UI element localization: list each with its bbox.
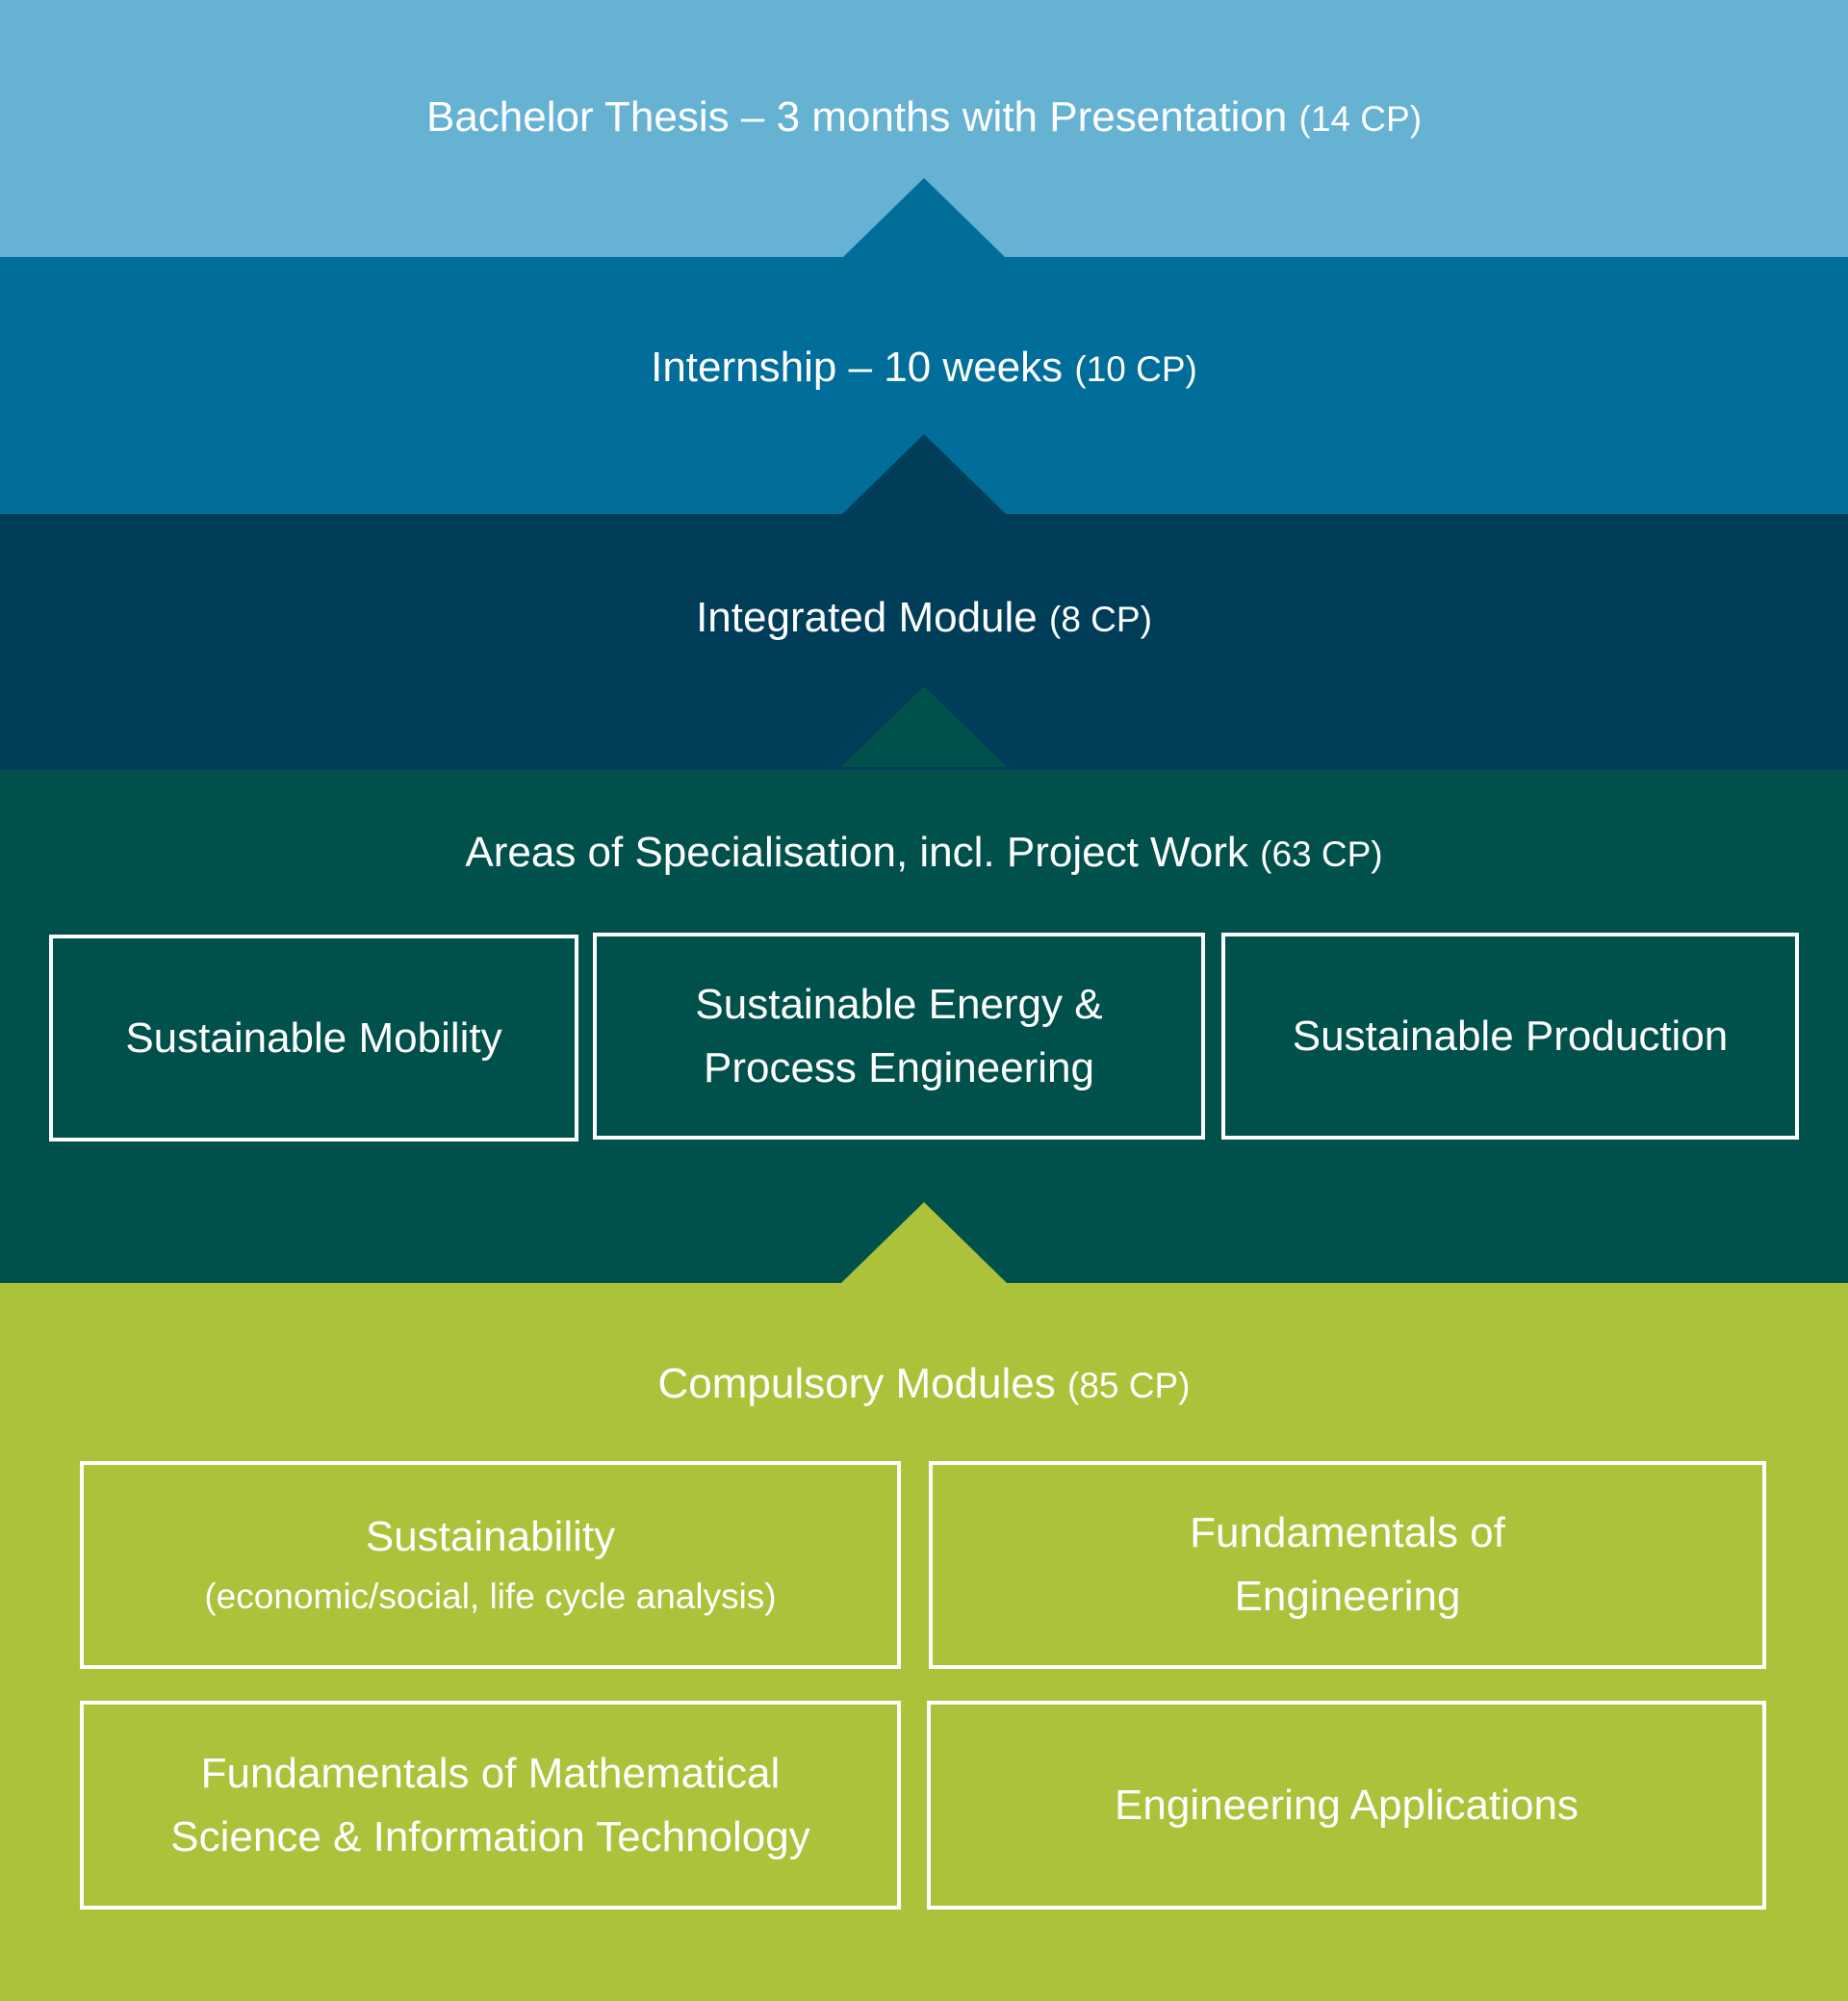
- arrow-up-icon: [841, 684, 1007, 767]
- module-label-line2: Engineering: [1234, 1573, 1461, 1620]
- integrated-title: Integrated Module (8 CP): [0, 591, 1848, 647]
- area-sustainable-mobility: Sustainable Mobility: [49, 935, 578, 1142]
- internship-credit-points: (10 CP): [1074, 349, 1197, 389]
- module-engineering-applications: Engineering Applications: [927, 1701, 1766, 1910]
- module-label-line2: Science & Information Technology: [170, 1812, 810, 1860]
- specialisation-credit-points: (63 CP): [1260, 834, 1383, 874]
- thesis-title: Bachelor Thesis – 3 months with Presenta…: [0, 90, 1848, 146]
- area-label-line2: Process Engineering: [703, 1043, 1094, 1091]
- compulsory-credit-points: (85 CP): [1067, 1366, 1191, 1405]
- area-label: Sustainable Mobility: [125, 1013, 502, 1062]
- module-fundamentals-of-mathematical-science: Fundamentals of Mathematical Science & I…: [80, 1701, 901, 1910]
- integrated-credit-points: (8 CP): [1049, 600, 1152, 639]
- module-sustainability: Sustainability (economic/social, life cy…: [80, 1461, 901, 1669]
- specialisation-title: Areas of Specialisation, incl. Project W…: [0, 826, 1848, 882]
- arrow-up-icon: [841, 432, 1007, 515]
- tier-internship: Internship – 10 weeks (10 CP): [0, 257, 1848, 514]
- thesis-credit-points: (14 CP): [1298, 99, 1423, 139]
- module-label-line1: Fundamentals of: [1190, 1509, 1505, 1556]
- area-sustainable-energy-process-engineering: Sustainable Energy & Process Engineering: [593, 933, 1205, 1140]
- tier-areas-of-specialisation: Areas of Specialisation, incl. Project W…: [0, 770, 1848, 1283]
- compulsory-title-text: Compulsory Modules: [657, 1360, 1056, 1407]
- compulsory-title: Compulsory Modules (85 CP): [0, 1357, 1848, 1413]
- internship-title: Internship – 10 weeks (10 CP): [0, 341, 1848, 397]
- arrow-up-icon: [841, 1200, 1007, 1283]
- integrated-title-text: Integrated Module: [696, 594, 1038, 641]
- tier-compulsory-modules: Compulsory Modules (85 CP) Sustainabilit…: [0, 1283, 1848, 2001]
- arrow-up-icon: [841, 176, 1007, 259]
- module-fundamentals-of-engineering: Fundamentals of Engineering: [929, 1461, 1766, 1669]
- thesis-title-text: Bachelor Thesis – 3 months with Presenta…: [425, 93, 1288, 141]
- module-sublabel: (economic/social, life cycle analysis): [204, 1577, 777, 1616]
- specialisation-title-text: Areas of Specialisation, incl. Project W…: [465, 829, 1248, 876]
- module-label: Engineering Applications: [1115, 1781, 1578, 1829]
- area-sustainable-production: Sustainable Production: [1221, 933, 1799, 1140]
- area-label-line1: Sustainable Energy &: [695, 980, 1103, 1028]
- internship-title-text: Internship – 10 weeks: [651, 344, 1064, 391]
- module-label-line1: Fundamentals of Mathematical: [200, 1749, 781, 1797]
- area-label: Sustainable Production: [1292, 1012, 1729, 1060]
- module-label: Sustainability: [365, 1513, 616, 1560]
